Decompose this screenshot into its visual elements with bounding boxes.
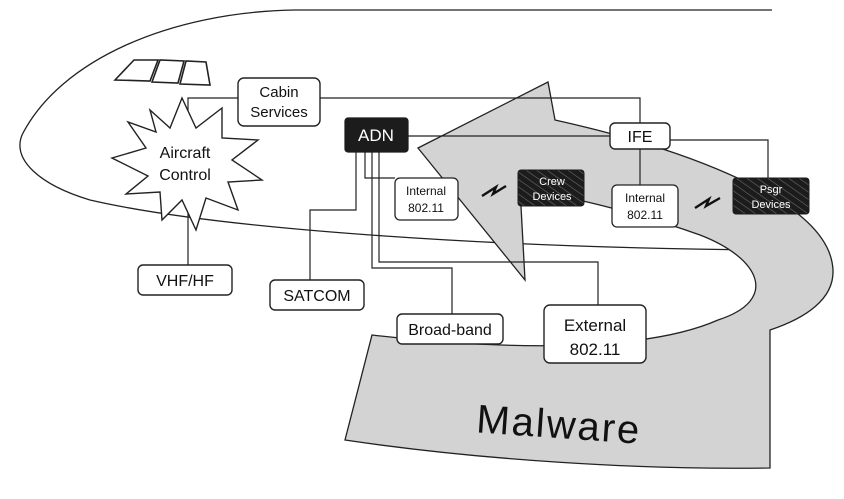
internal-crew-label-2: 802.11 [408,201,444,215]
external-label-1: External [564,316,626,335]
connection-lines [187,97,769,315]
external-label-2: 802.11 [570,340,621,359]
vhf-hf-label: VHF/HF [156,273,214,290]
aircraft-control-burst: Aircraft Control [110,96,265,232]
psgr-devices-label-1: Psgr [760,184,783,196]
internal-psgr-label-2: 802.11 [627,208,663,222]
external-80211-box: External 802.11 [543,304,647,364]
internal-crew-label-1: Internal [406,184,446,198]
crew-devices-label-2: Devices [532,191,572,203]
satcom-box: SATCOM [269,279,365,311]
adn-label: ADN [358,126,394,145]
broadband-label: Broad-band [408,322,492,339]
cockpit-windows [113,59,211,86]
wireless-bolt-icon [694,195,721,210]
malware-arrow [344,81,834,469]
internal-80211-crew-box: Internal 802.11 [394,177,459,221]
adn-box: ADN [344,117,409,153]
psgr-devices-box: Psgr Devices [732,177,810,215]
crew-devices-box: Crew Devices [517,169,585,207]
vhf-hf-box: VHF/HF [137,264,233,296]
psgr-devices-label-2: Devices [751,199,791,211]
crew-devices-label-1: Crew [539,176,565,188]
satcom-label: SATCOM [283,288,350,305]
wireless-bolt-icon [481,183,507,198]
aircraft-control-label-1: Aircraft [160,145,211,162]
cabin-services-label-2: Services [250,104,308,121]
cabin-services-label-1: Cabin [259,84,298,101]
broadband-box: Broad-band [396,313,504,345]
ife-box: IFE [609,122,671,150]
internal-80211-psgr-box: Internal 802.11 [611,184,679,228]
internal-psgr-label-1: Internal [625,191,665,205]
aircraft-control-label-2: Control [159,167,211,184]
ife-label: IFE [628,129,653,146]
fuselage-top-outline [19,9,772,251]
cabin-services-box: Cabin Services [237,77,321,127]
